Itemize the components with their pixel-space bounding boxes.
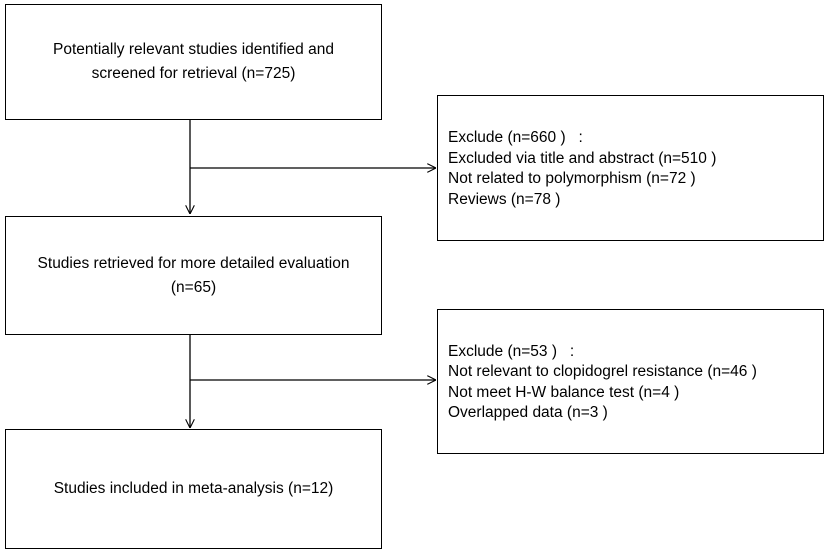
exclude-second-box: Exclude (n=53 ) : Not relevant to clopid… (437, 309, 824, 454)
identified-line-1: Potentially relevant studies identified … (53, 41, 334, 58)
exclude-second-reason-2: Not meet H-W balance test (n=4 ) (448, 383, 680, 401)
exclude-first-reason-1: Excluded via title and abstract (n=510 ) (448, 149, 717, 167)
included-box: Studies included in meta-analysis (n=12) (5, 429, 382, 549)
exclude-first-reason-3: Reviews (n=78 ) (448, 190, 561, 208)
identified-box: Potentially relevant studies identified … (5, 4, 382, 120)
retrieved-box: Studies retrieved for more detailed eval… (5, 216, 382, 335)
exclude-second-reason-1: Not relevant to clopidogrel resistance (… (448, 363, 757, 380)
included-line-1: Studies included in meta-analysis (n=12) (53, 480, 334, 497)
identified-line-2: screened for retrieval (n=725) (91, 65, 296, 82)
exclude-second-reason-3: Overlapped data (n=3 ) (448, 404, 608, 421)
retrieved-line-2: (n=65) (170, 278, 217, 296)
exclude-first-header: Exclude (n=660 ) : (448, 129, 583, 146)
exclude-first-reason-2: Not related to polymorphism (n=72 ) (448, 170, 696, 187)
exclude-first-box: Exclude (n=660 ) : Excluded via title an… (437, 95, 824, 241)
retrieved-line-1: Studies retrieved for more detailed eval… (37, 254, 350, 272)
exclude-second-header: Exclude (n=53 ) : (448, 342, 575, 360)
